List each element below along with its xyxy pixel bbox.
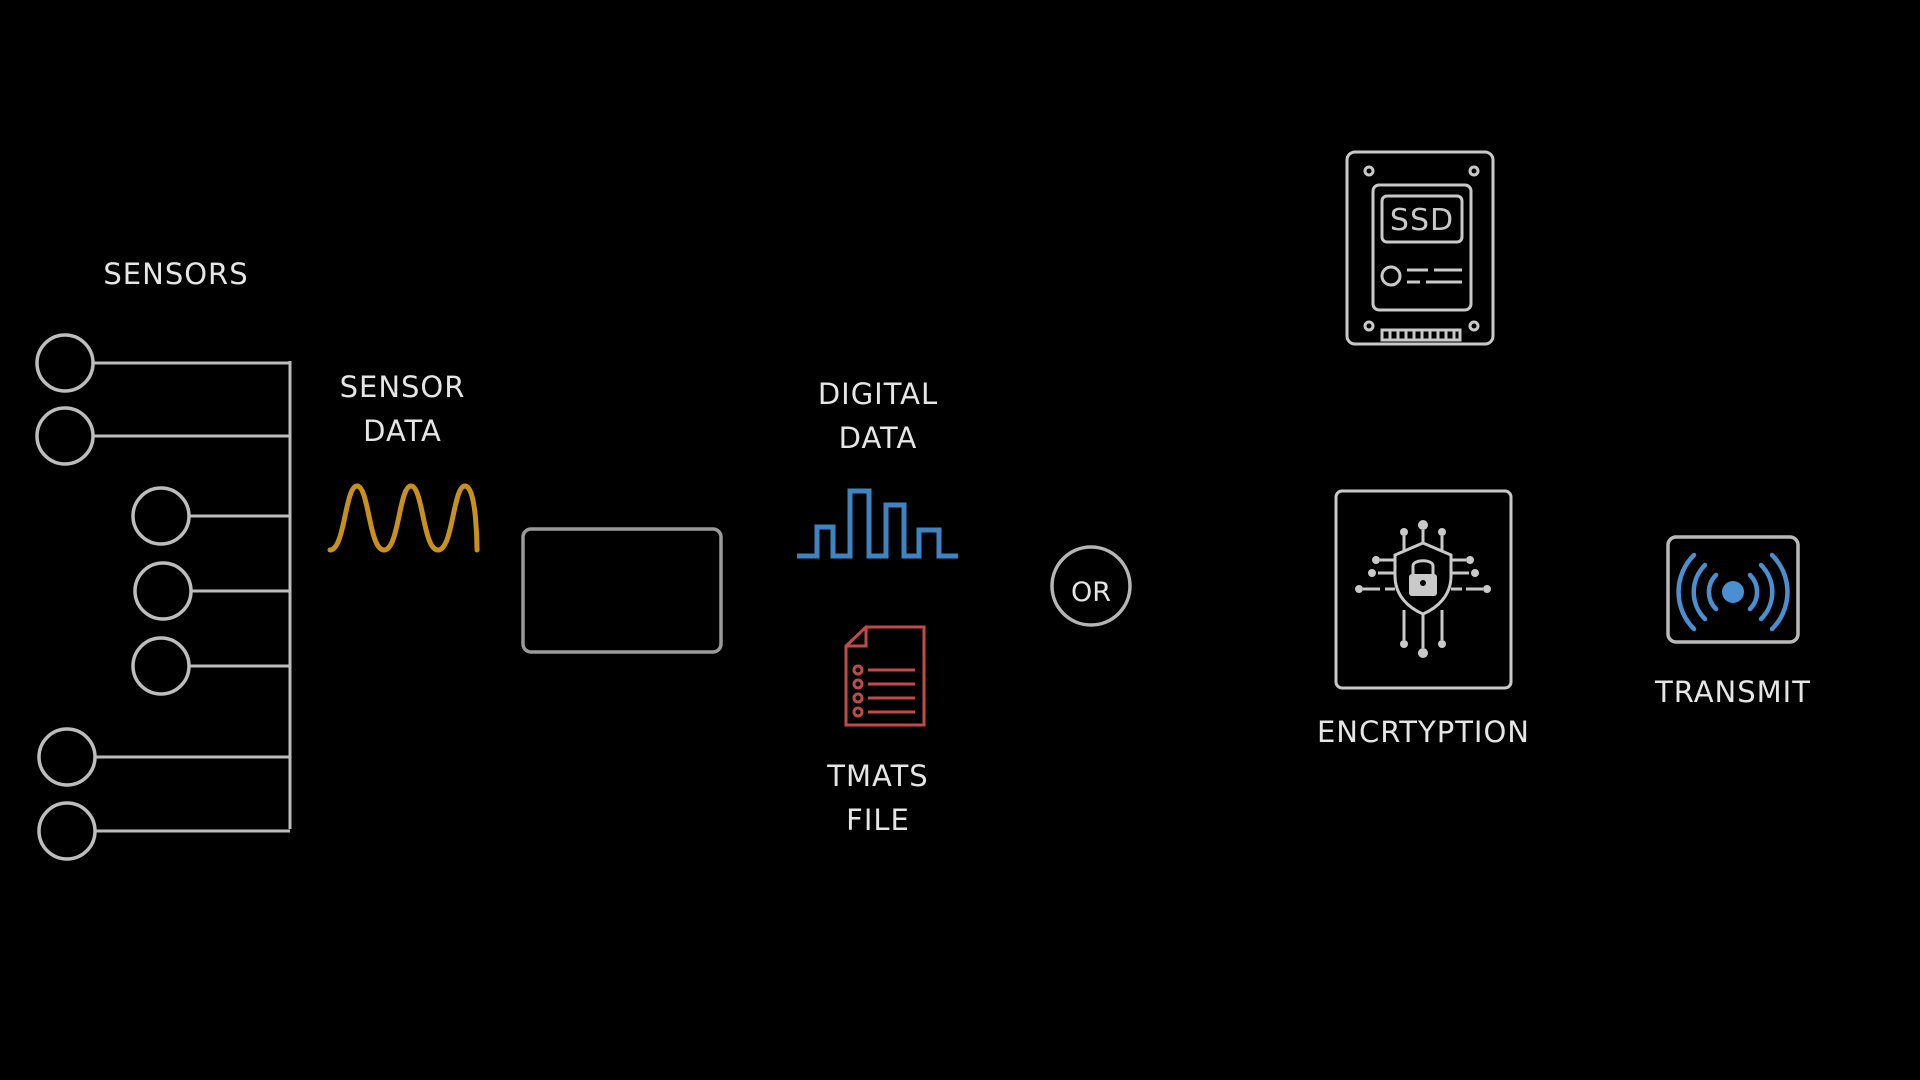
tmats-file-label: TMATS FILE — [798, 754, 958, 842]
ssd-label: SSD — [1390, 203, 1454, 238]
sensor-6 — [37, 727, 97, 787]
sensor-data-line-2: DATA — [363, 414, 442, 448]
sensors-text: SENSORS — [103, 257, 249, 291]
sensor-4 — [133, 561, 193, 621]
wireless-broadcast-icon — [1666, 535, 1800, 644]
sensor-array — [35, 333, 292, 861]
sensor-1 — [35, 333, 95, 393]
processor-box — [521, 527, 723, 654]
encryption-text: ENCRTYPTION — [1316, 715, 1530, 749]
analog-wave-icon — [327, 483, 480, 553]
sensors-label: SENSORS — [90, 252, 262, 296]
sensor-data-label: SENSOR DATA — [310, 365, 495, 453]
cyber-lock-icon — [1334, 489, 1513, 690]
sensor-data-line-1: SENSOR — [339, 370, 466, 404]
digital-data-line-1: DIGITAL — [817, 377, 939, 411]
digital-data-label: DIGITAL DATA — [788, 372, 968, 460]
transmit-text: TRANSMIT — [1655, 675, 1811, 709]
digital-data-line-2: DATA — [838, 421, 918, 455]
sensor-5 — [131, 636, 191, 696]
encryption-label: ENCRTYPTION — [1290, 710, 1557, 754]
ssd-drive-icon — [1345, 150, 1495, 346]
sensor-3 — [131, 486, 191, 546]
sensor-2 — [35, 406, 95, 466]
or-label: OR — [1071, 577, 1111, 608]
digital-signal-icon — [797, 488, 958, 559]
transmit-label: TRANSMIT — [1632, 670, 1834, 714]
or-circle — [1050, 545, 1132, 627]
sensor-7 — [37, 801, 97, 861]
document-list-icon — [844, 625, 926, 727]
tmats-line-1: TMATS — [827, 759, 929, 793]
tmats-line-2: FILE — [846, 803, 910, 837]
